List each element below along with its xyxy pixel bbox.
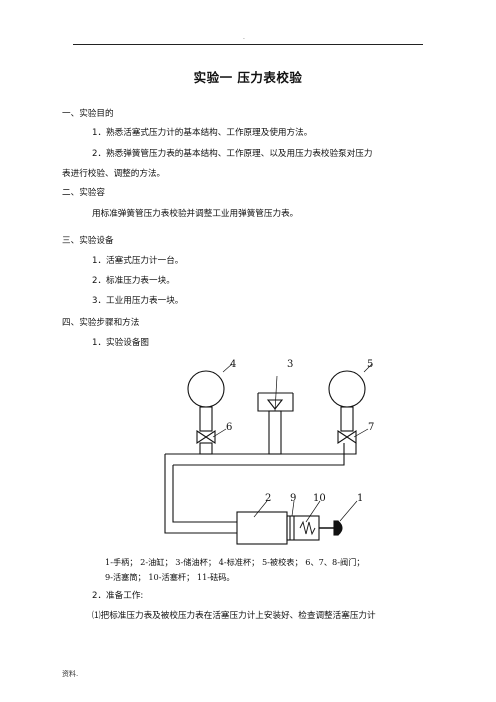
- leader-line-6: [212, 428, 227, 438]
- label-6: 6: [226, 422, 232, 433]
- content-item-1: 用标准弹簧管压力表校验并调整工业用弹簧管压力表。: [92, 209, 299, 219]
- label-7: 7: [368, 422, 374, 433]
- equipment-item-1: 1．活塞式压力计一台。: [92, 256, 184, 266]
- leader-line-3: [274, 375, 278, 412]
- leader-line-2: [253, 500, 268, 518]
- leader-line-1: [339, 500, 358, 522]
- section-heading-equipment: 三、实验设备: [62, 236, 114, 246]
- diagram-caption-line-1: 1-手柄； 2-油缸； 3-储油杯； 4-标准杯； 5-被校表； 6、7、8-阀…: [105, 557, 365, 567]
- leader-line-7: [353, 428, 369, 438]
- piston-rod-spring-icon: [299, 520, 316, 536]
- left-valve-stem: [199, 442, 213, 455]
- standard-gauge-icon: [187, 370, 225, 408]
- label-4: 4: [230, 359, 236, 370]
- section-heading-purpose: 一、实验目的: [62, 109, 114, 119]
- handle-icon: [333, 520, 339, 536]
- section-heading-content: 二、实验容: [62, 188, 105, 198]
- valve-6-icon: [196, 429, 216, 445]
- piston-barrel-icon: [286, 515, 320, 541]
- purpose-item-2: 2．熟悉弹簧管压力表的基本结构、工作原理、以及用压力表校验泵对压力: [92, 149, 373, 159]
- equipment-item-3: 3．工业用压力表一块。: [92, 296, 184, 306]
- label-10: 10: [313, 493, 326, 504]
- purpose-item-1: 1．熟悉活塞式压力计的基本结构、工作原理及使用方法。: [92, 128, 313, 138]
- pipe-inner-top: [173, 443, 345, 466]
- purpose-item-2-cont: 表进行校验、调整的方法。: [62, 169, 166, 179]
- equipment-item-2: 2．标准压力表一块。: [92, 276, 175, 286]
- section-heading-steps: 四、实验步骤和方法: [62, 318, 140, 328]
- steps-item-1: 1．实验设备图: [92, 338, 150, 348]
- pipe-outer-left: [164, 454, 237, 534]
- pipe-inner-left: [172, 465, 237, 523]
- page-footer: 资料.: [62, 670, 79, 678]
- oil-level-mark: [266, 399, 284, 410]
- valve-7-icon: [337, 429, 357, 445]
- label-1: 1: [357, 493, 363, 504]
- oil-cup-stem: [268, 410, 282, 455]
- label-9: 9: [290, 493, 296, 504]
- handle-knob: [337, 520, 343, 536]
- label-5: 5: [367, 359, 373, 370]
- leader-line-9: [291, 500, 295, 517]
- prep-paragraph-1: ⑴把标准压力表及被校压力表在活塞压力计上安装好、检查调整活塞压力计: [92, 611, 376, 621]
- leader-line-4: [222, 363, 233, 373]
- prep-heading: 2．准备工作:: [92, 591, 144, 601]
- leader-line-5: [363, 363, 373, 373]
- header-rule: [73, 44, 423, 45]
- tested-gauge-icon: [328, 370, 366, 408]
- label-3: 3: [287, 359, 293, 370]
- leader-line-10: [305, 500, 321, 523]
- pipe-outer-top: [165, 443, 357, 455]
- right-gauge-stem: [340, 406, 354, 432]
- header-mark: .: [243, 34, 245, 41]
- label-2: 2: [265, 493, 271, 504]
- left-gauge-stem: [199, 406, 213, 432]
- diagram-caption-line-2: 9-活塞筒； 10-活塞杆； 11-砝码。: [105, 572, 235, 582]
- oil-cylinder-icon: [236, 511, 288, 545]
- page-title: 实验一 压力表校验: [193, 70, 303, 85]
